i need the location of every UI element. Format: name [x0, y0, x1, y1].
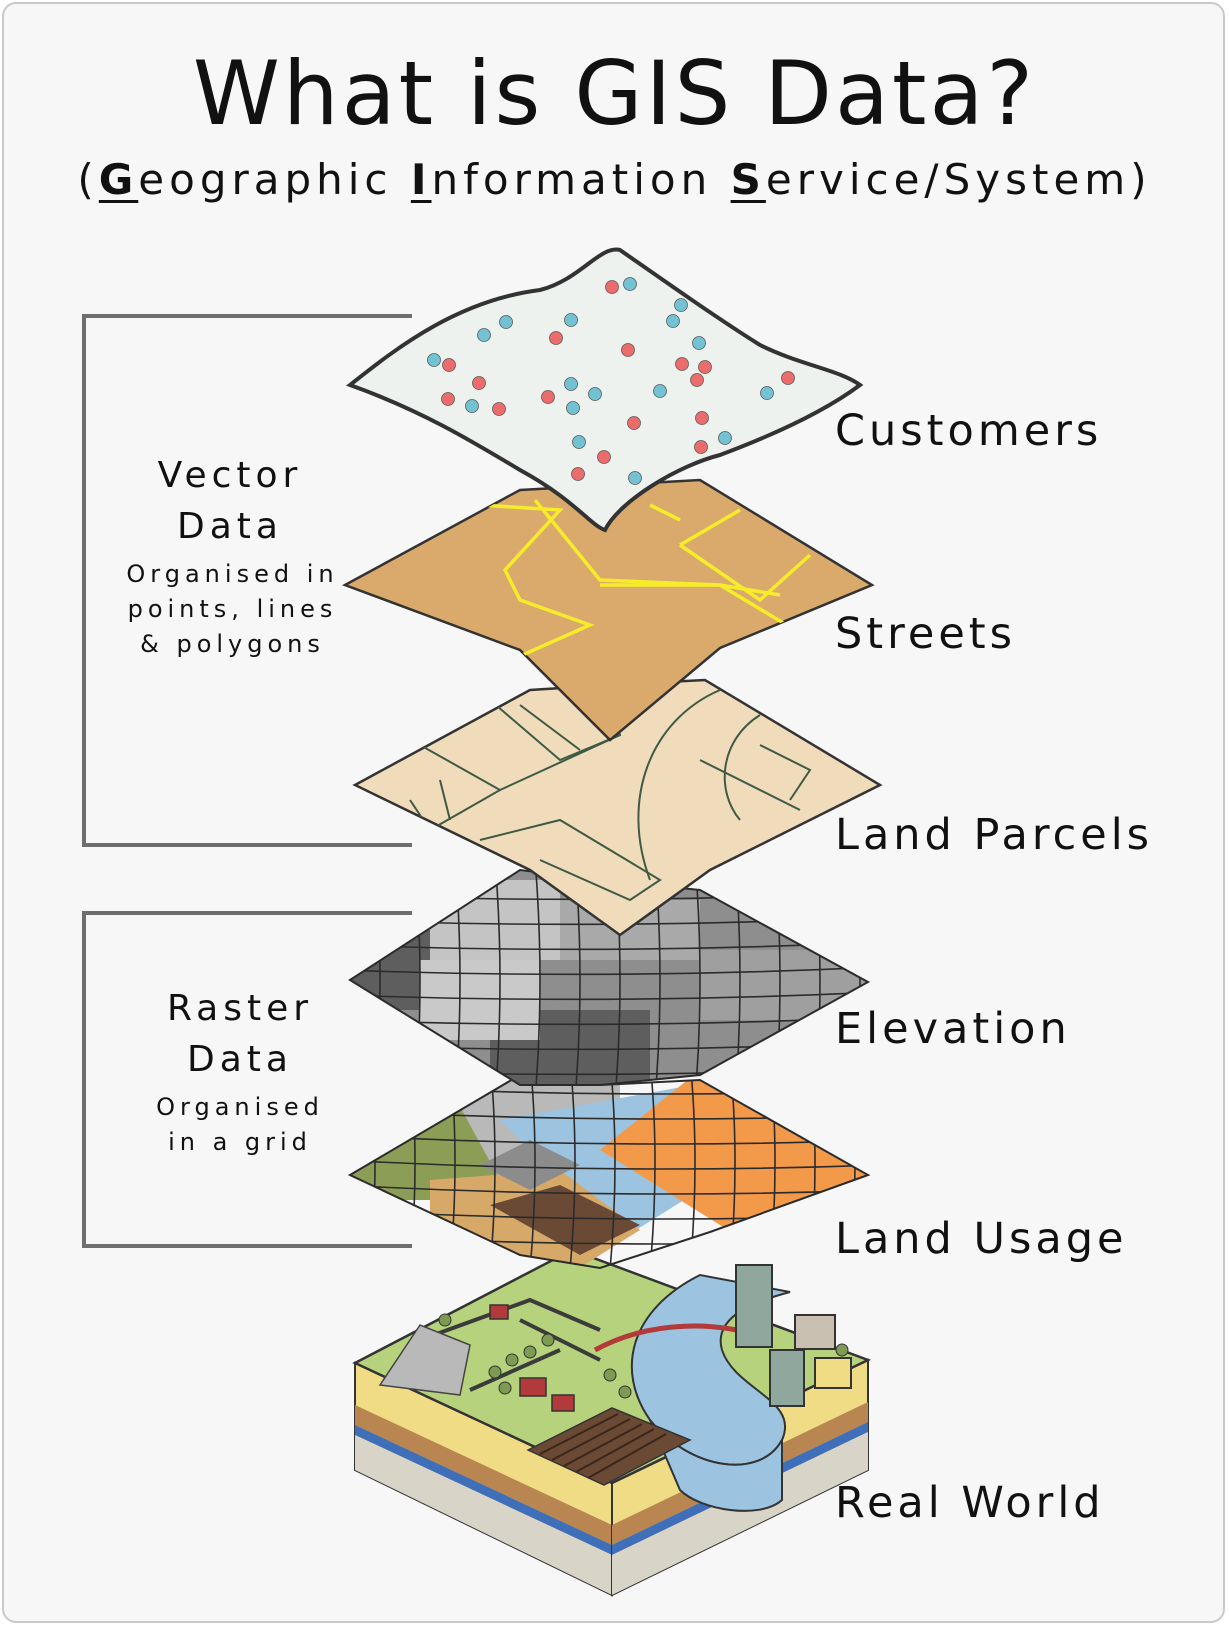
layer-label-land-parcels: Land Parcels — [835, 810, 1154, 860]
land-usage-layer — [347, 1073, 871, 1270]
customer-point-blue — [628, 471, 642, 485]
customer-point-blue — [653, 384, 667, 398]
customer-point-red — [492, 402, 506, 416]
vector-title-line2: Data — [177, 506, 283, 547]
subtitle-word-service-system: ervice/System — [765, 155, 1131, 204]
subtitle-letter-i: I — [410, 155, 432, 204]
customer-points — [427, 277, 795, 485]
customer-point-blue — [666, 314, 680, 328]
vector-title-line1: Vector — [157, 455, 303, 496]
customer-point-blue — [692, 336, 706, 350]
vector-desc-line3: & polygons — [140, 630, 325, 658]
customer-point-blue — [564, 313, 578, 327]
customer-point-blue — [477, 328, 491, 342]
layer-label-elevation: Elevation — [835, 1004, 1071, 1054]
customer-point-red — [621, 343, 635, 357]
subtitle-word-information: nformation — [431, 155, 731, 204]
subtitle-word-geographic: eographic — [138, 155, 411, 204]
layer-label-customers: Customers — [835, 406, 1103, 456]
page-subtitle: (Geographic Information Service/System) — [0, 155, 1229, 204]
customer-point-blue — [572, 435, 586, 449]
subtitle-close-paren: ) — [1130, 155, 1152, 204]
customer-point-red — [627, 416, 641, 430]
customer-point-red — [690, 373, 704, 387]
raster-title-line1: Raster — [166, 988, 314, 1029]
customer-point-blue — [566, 401, 580, 415]
raster-group-description: Organised in a grid — [130, 1090, 350, 1160]
streets-layer — [341, 478, 875, 742]
layer-label-land-usage: Land Usage — [835, 1214, 1128, 1264]
customer-point-blue — [465, 399, 479, 413]
customer-point-red — [675, 357, 689, 371]
subtitle-letter-s: S — [730, 155, 766, 204]
page-title: What is GIS Data? — [192, 42, 1037, 145]
customer-point-red — [549, 331, 563, 345]
customer-point-red — [441, 392, 455, 406]
customer-point-red — [694, 440, 708, 454]
customer-point-red — [571, 467, 585, 481]
vector-group-description: Organised in points, lines & polygons — [100, 557, 365, 662]
customer-point-red — [695, 411, 709, 425]
vector-desc-line1: Organised in — [126, 560, 339, 588]
vector-desc-line2: points, lines — [127, 595, 338, 623]
customer-point-blue — [564, 377, 578, 391]
customer-point-red — [472, 376, 486, 390]
layer-label-streets: Streets — [835, 609, 1017, 659]
customer-point-red — [605, 280, 619, 294]
customer-point-red — [698, 360, 712, 374]
raster-desc-line1: Organised — [156, 1093, 324, 1121]
customers-layer — [345, 247, 864, 533]
customer-point-red — [597, 450, 611, 464]
subtitle-letter-g: G — [98, 155, 139, 204]
subtitle-open-paren: ( — [77, 155, 99, 204]
customer-point-red — [442, 358, 456, 372]
customer-point-red — [541, 390, 555, 404]
land-parcels-layer — [352, 678, 883, 937]
customer-point-blue — [718, 431, 732, 445]
raster-desc-line2: in a grid — [168, 1128, 312, 1156]
customer-point-blue — [674, 298, 688, 312]
customer-point-blue — [427, 353, 441, 367]
real-world-layer — [352, 1248, 872, 1597]
customer-point-blue — [588, 387, 602, 401]
raster-bracket — [82, 911, 412, 1248]
customer-point-red — [781, 371, 795, 385]
customer-point-blue — [760, 386, 774, 400]
raster-title-line2: Data — [187, 1039, 293, 1080]
raster-group-title: Raster Data — [130, 983, 350, 1085]
vector-group-title: Vector Data — [120, 450, 340, 552]
customer-point-blue — [623, 277, 637, 291]
layer-label-real-world: Real World — [835, 1478, 1105, 1528]
customer-point-blue — [499, 315, 513, 329]
vector-bracket — [82, 314, 412, 847]
